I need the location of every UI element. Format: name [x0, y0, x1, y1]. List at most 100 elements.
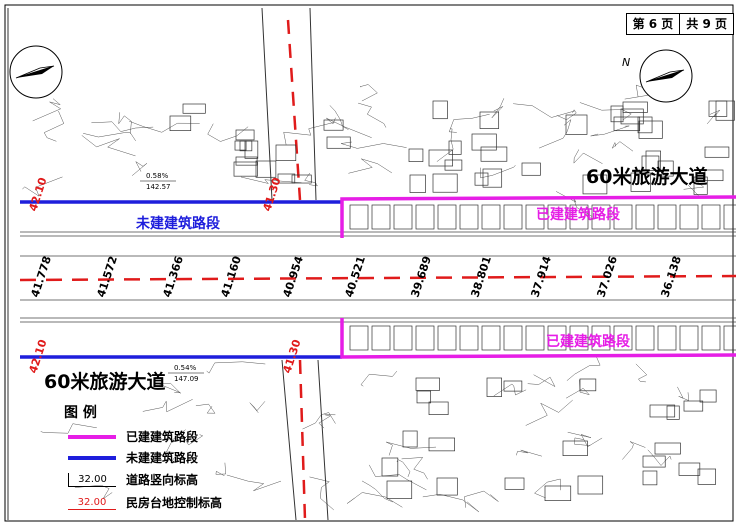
building-parcel [649, 404, 676, 418]
contour-line [436, 128, 454, 162]
contour-line [565, 379, 591, 399]
building-parcel [701, 325, 721, 351]
contour-line [527, 374, 556, 388]
building-parcel [683, 400, 704, 412]
building-parcel [630, 172, 651, 192]
contour-line [567, 431, 603, 448]
building-parcel [436, 477, 458, 496]
contour-line [329, 105, 349, 130]
building-parcel [622, 101, 648, 113]
building-parcel [486, 377, 502, 397]
building-parcel [408, 148, 424, 162]
contour-line [573, 149, 603, 164]
building-parcel [569, 204, 589, 230]
legend-item-road-elevation: 32.00 道路竖向标高 [68, 471, 198, 488]
legend-label-unbuilt: 未建建筑路段 [126, 451, 199, 465]
building-parcel [697, 468, 717, 485]
building-parcel [459, 325, 479, 351]
building-parcel [637, 116, 653, 134]
legend-label-built: 已建建筑路段 [126, 430, 199, 444]
building-parcel [402, 430, 418, 448]
contour-line [401, 457, 428, 480]
cross-road [261, 7, 329, 521]
building-parcel [437, 325, 457, 351]
elevation-label: 41.366 [160, 254, 186, 299]
building-parcel [371, 325, 391, 351]
building-parcel [448, 140, 462, 155]
slope-grade-1: 0.58% [146, 172, 169, 180]
sheet-frame [4, 4, 734, 522]
legend-label-road-elevation: 道路竖向标高 [126, 473, 199, 487]
north-label: N [622, 56, 630, 69]
building-parcel [233, 161, 258, 177]
building-parcel [562, 440, 588, 457]
building-parcel [679, 204, 699, 230]
building-parcel [481, 325, 501, 351]
building-parcel [291, 174, 312, 184]
building-parcel [326, 136, 351, 149]
building-parcel [371, 204, 391, 230]
contour-line [249, 401, 266, 413]
building-parcel [277, 173, 296, 184]
page-number: 第 6 页 [632, 17, 674, 31]
building-parcel [235, 156, 258, 166]
building-parcel [645, 150, 661, 171]
legend-swatch-unbuilt [68, 455, 116, 460]
building-parcel [432, 173, 458, 193]
main-road-centerline [19, 274, 736, 282]
contour-line [326, 117, 372, 138]
building-parcel [393, 204, 413, 230]
contour-line [142, 399, 193, 413]
compass-left [9, 45, 63, 99]
building-parcel [235, 129, 255, 141]
building-parcel [349, 204, 369, 230]
building-parcel [349, 325, 369, 351]
road-name-right: 60米旅游大道 [586, 165, 707, 188]
building-parcel [679, 325, 699, 351]
building-parcel [642, 470, 658, 486]
contour-line [318, 414, 336, 429]
building-parcel [503, 380, 523, 392]
contour-line [422, 494, 480, 513]
contour-line [635, 363, 648, 383]
building-parcel [704, 146, 730, 158]
contour-line [368, 464, 427, 491]
legend-item-control-elevation: 32.00 民房台地控制标高 [68, 494, 222, 511]
contour-line [516, 449, 542, 457]
contour-line [707, 109, 720, 125]
building-parcel [699, 389, 717, 403]
control-elevation-labels: 42.10 41.30 42.10 41.30 [26, 175, 303, 374]
control-elevation-label: 42.10 [26, 175, 49, 212]
building-parcel [565, 114, 588, 135]
contour-line [493, 383, 527, 397]
elevation-label: 40.521 [342, 255, 367, 299]
contour-line [83, 132, 136, 142]
legend-swatch-built [68, 434, 116, 439]
building-parcel [635, 204, 655, 230]
legend-title: 图 例 [64, 405, 97, 421]
contour-line [131, 160, 148, 176]
building-parcel [591, 325, 611, 351]
contour-line [513, 103, 576, 118]
building-parcel [444, 159, 463, 171]
slope-length-1: 142.57 [146, 183, 171, 191]
contour-line [159, 382, 182, 394]
contour-line [81, 135, 136, 157]
building-parcel [678, 462, 701, 476]
building-parcel [613, 325, 633, 351]
contour-line [309, 476, 334, 511]
elevation-label: 41.160 [218, 254, 244, 299]
contour-line [611, 141, 634, 152]
building-parcel [323, 119, 344, 131]
built-segment-label-top: 已建建筑路段 [536, 206, 620, 223]
building-parcel [654, 442, 681, 455]
contour-line [590, 125, 630, 137]
building-parcel [708, 100, 728, 117]
contour-line [539, 118, 572, 149]
contour-line [556, 109, 577, 120]
contour-line [480, 165, 516, 179]
contour-line [361, 480, 393, 503]
building-parcel [386, 480, 413, 499]
road-name-left: 60米旅游大道 [44, 370, 165, 393]
building-parcel [409, 174, 426, 193]
